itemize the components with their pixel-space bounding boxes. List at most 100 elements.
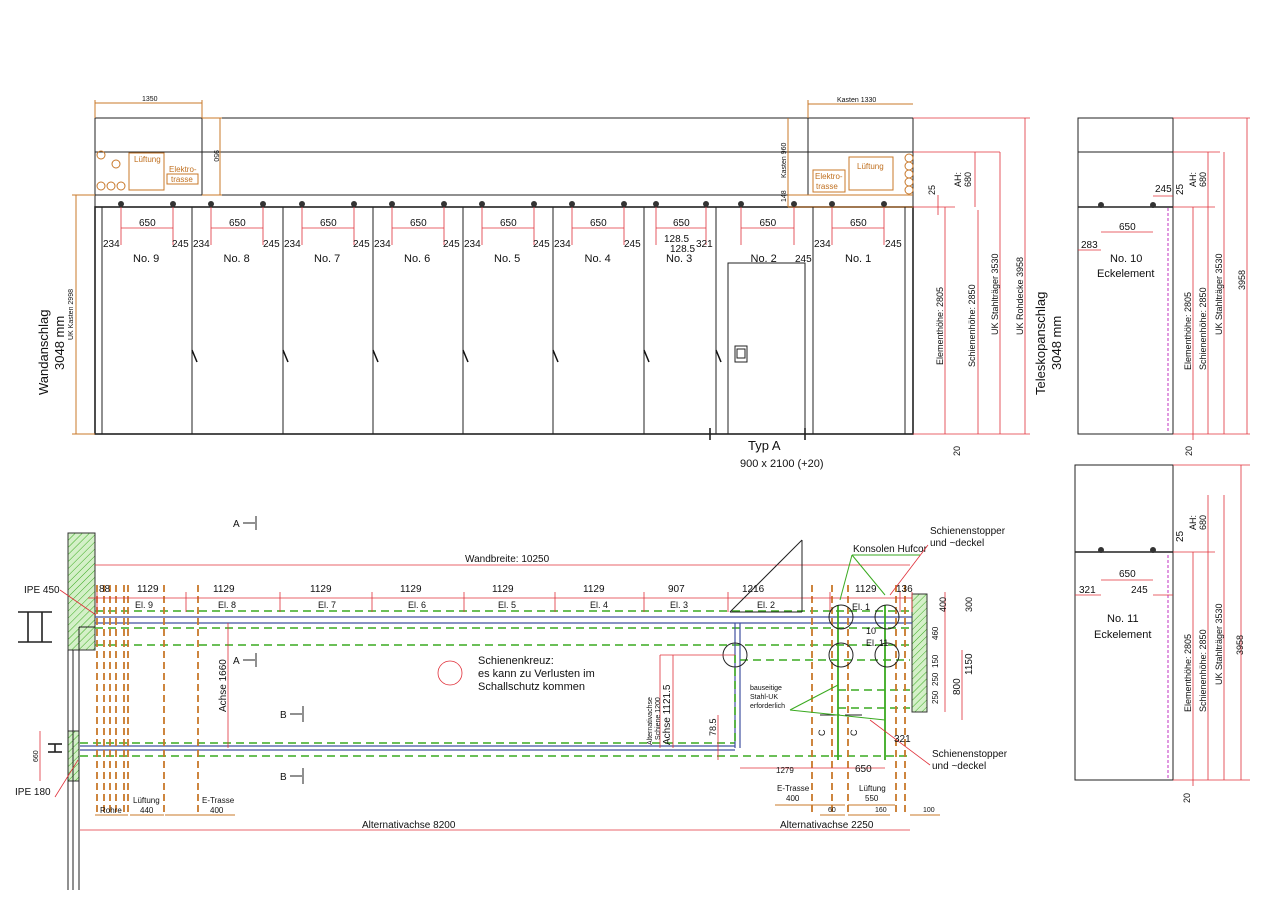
svg-text:B: B [280, 710, 287, 721]
rohre-label: Rohre [100, 806, 122, 815]
section-marker-b: B [280, 768, 304, 784]
dim-100: 100 [923, 807, 935, 814]
teleskop-mm: 3048 mm [1049, 316, 1064, 370]
element-label: No. 5 [494, 253, 520, 265]
ah-value: 680 [1198, 172, 1208, 187]
roller-icon [569, 201, 575, 207]
handle-icon [643, 349, 650, 363]
dim-650: 650 [673, 218, 690, 229]
etrasse-right-400: 400 [786, 794, 800, 803]
dim-20: 20 [1182, 793, 1192, 803]
dim-245: 245 [533, 239, 550, 250]
elevation-view: 1350 950 Lüftung Elektro- trasse Kasten … [36, 96, 1064, 470]
dim-460: 460 [931, 626, 940, 640]
element-width-dim: 1216 [742, 584, 765, 595]
elementhoehe-label: Elementhöhe: 2805 [1183, 634, 1193, 712]
corner-element-11: 25 AH: 680 650 321 245 No. 11 Eckelement… [1074, 464, 1250, 803]
luftung-right-label: Lüftung [859, 784, 886, 793]
schienenhoehe-label: Schienenhöhe: 2850 [1198, 287, 1208, 370]
dim-800: 800 [952, 678, 963, 695]
dim-245: 245 [795, 254, 812, 265]
dim-245: 245 [1155, 184, 1172, 195]
roller-icon [881, 201, 887, 207]
dim-20: 20 [952, 446, 962, 456]
dim-650: 650 [1119, 569, 1136, 580]
dim-245: 245 [624, 239, 641, 250]
elektro-label-right: Elektro- [815, 172, 843, 181]
ipe-180-icon [48, 743, 62, 753]
dim-650: 650 [229, 218, 246, 229]
dim-321: 321 [1079, 585, 1096, 596]
dim-245: 245 [443, 239, 460, 250]
dim-650: 650 [139, 218, 156, 229]
element-label: No. 7 [314, 253, 340, 265]
wall-hatch-right [911, 593, 928, 713]
dim-283: 283 [1081, 240, 1098, 251]
dim-300: 300 [964, 597, 974, 612]
roller-icon [479, 201, 485, 207]
alt-achse-8200: Alternativachse 8200 [362, 820, 456, 831]
alt-achse-2250: Alternativachse 2250 [780, 820, 874, 831]
roller-icon [170, 201, 176, 207]
uk-rohdecke-label: UK Rohdecke 3958 [1015, 257, 1025, 335]
roller-icon [531, 201, 537, 207]
element-name: No. 11 [1107, 613, 1139, 625]
handle-icon [462, 349, 469, 363]
stahl-uk-label-3: erforderlich [750, 703, 785, 710]
element-width-dim: 907 [668, 584, 685, 595]
element-label: El. 6 [408, 600, 426, 610]
door-typ-a[interactable]: Typ A 900 x 2100 (+20) [709, 262, 823, 470]
handle-icon [282, 349, 289, 363]
etrasse-right-label: E-Trasse [777, 784, 810, 793]
luftung-440: 440 [140, 806, 154, 815]
schienenhoehe-label: Schienenhöhe: 2850 [1198, 629, 1208, 712]
dim-250b: 250 [931, 690, 940, 704]
dim-160: 160 [875, 807, 887, 814]
kasten-right: Kasten 1330 Kasten 960 148 Elektro- tras… [781, 97, 914, 208]
dim-128-5: 128.5 [670, 244, 695, 255]
svg-text:C: C [849, 729, 859, 736]
dim-kasten-left: 1350 [142, 96, 158, 103]
element-width-dim: 136 [896, 584, 913, 595]
dim-650: 650 [500, 218, 517, 229]
dim-234: 234 [193, 239, 210, 250]
stopper-label-top: Schienenstopper [930, 526, 1006, 537]
roller-icon [299, 201, 305, 207]
elementhoehe-label: Elementhöhe: 2805 [1183, 292, 1193, 370]
dim-650: 650 [850, 218, 867, 229]
dim-1279: 1279 [776, 766, 794, 775]
schienenkreuz-line-3: Schallschutz kommen [478, 681, 585, 693]
element-width-dim: 1129 [855, 584, 877, 595]
roller-icon [118, 201, 124, 207]
dim-20: 20 [1184, 446, 1194, 456]
svg-text:B: B [280, 772, 287, 783]
schienenhoehe-label: Schienenhöhe: 2850 [967, 284, 977, 367]
uk-stahltraeger-label: UK Stahlträger 3530 [1214, 253, 1224, 335]
element-label: No. 8 [224, 253, 250, 265]
element-type: Eckelement [1097, 268, 1154, 280]
ah-value: 680 [963, 172, 973, 187]
dim-234: 234 [284, 239, 301, 250]
alt-achse-schiene: Schiene 1200 [655, 697, 662, 740]
ipe-450-label: IPE 450 [24, 585, 60, 596]
roller-icon [441, 201, 447, 207]
dim-kasten-left-height: 950 [212, 150, 219, 162]
dim-kasten-right-height: Kasten 960 [781, 142, 788, 178]
dim-25: 25 [927, 185, 937, 195]
wall-frame [94, 206, 914, 435]
stopper-label-bottom-2: und ~deckel [932, 761, 986, 772]
stahl-uk-label-2: Stahl-UK [750, 694, 778, 701]
dim-245: 245 [1131, 585, 1148, 596]
handle-icon [715, 349, 722, 363]
element-width-dim: 1129 [583, 584, 605, 595]
